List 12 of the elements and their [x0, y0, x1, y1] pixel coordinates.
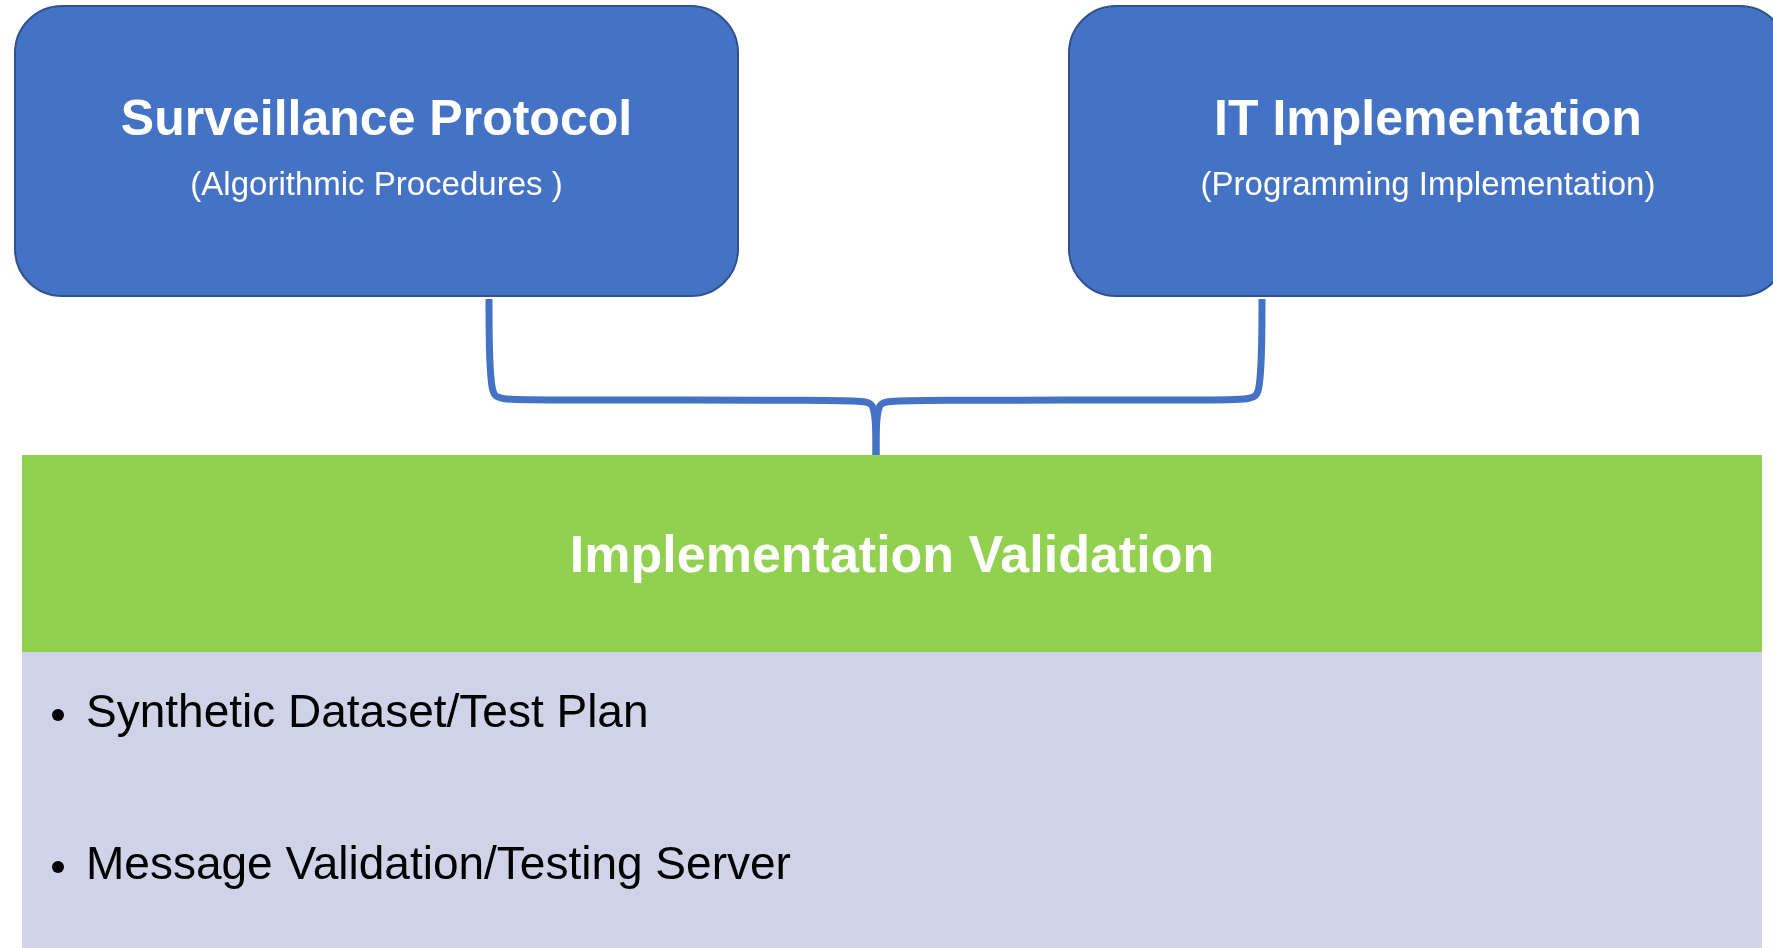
box-title: IT Implementation	[1214, 89, 1642, 147]
bullet-item: Message Validation/Testing Server	[86, 837, 791, 889]
bullet-item: Synthetic Dataset/Test Plan	[86, 685, 649, 737]
header-bar	[22, 455, 1762, 652]
box-title: Surveillance Protocol	[120, 89, 633, 147]
content-panel	[22, 652, 1762, 948]
box-subtitle: (Algorithmic Procedures )	[190, 165, 563, 203]
process-box	[14, 5, 739, 297]
section-heading: Implementation Validation	[569, 523, 1215, 584]
process-box	[1068, 5, 1773, 297]
brace-connector	[872, 299, 1266, 455]
box-subtitle: (Programming Implementation)	[1200, 165, 1656, 203]
